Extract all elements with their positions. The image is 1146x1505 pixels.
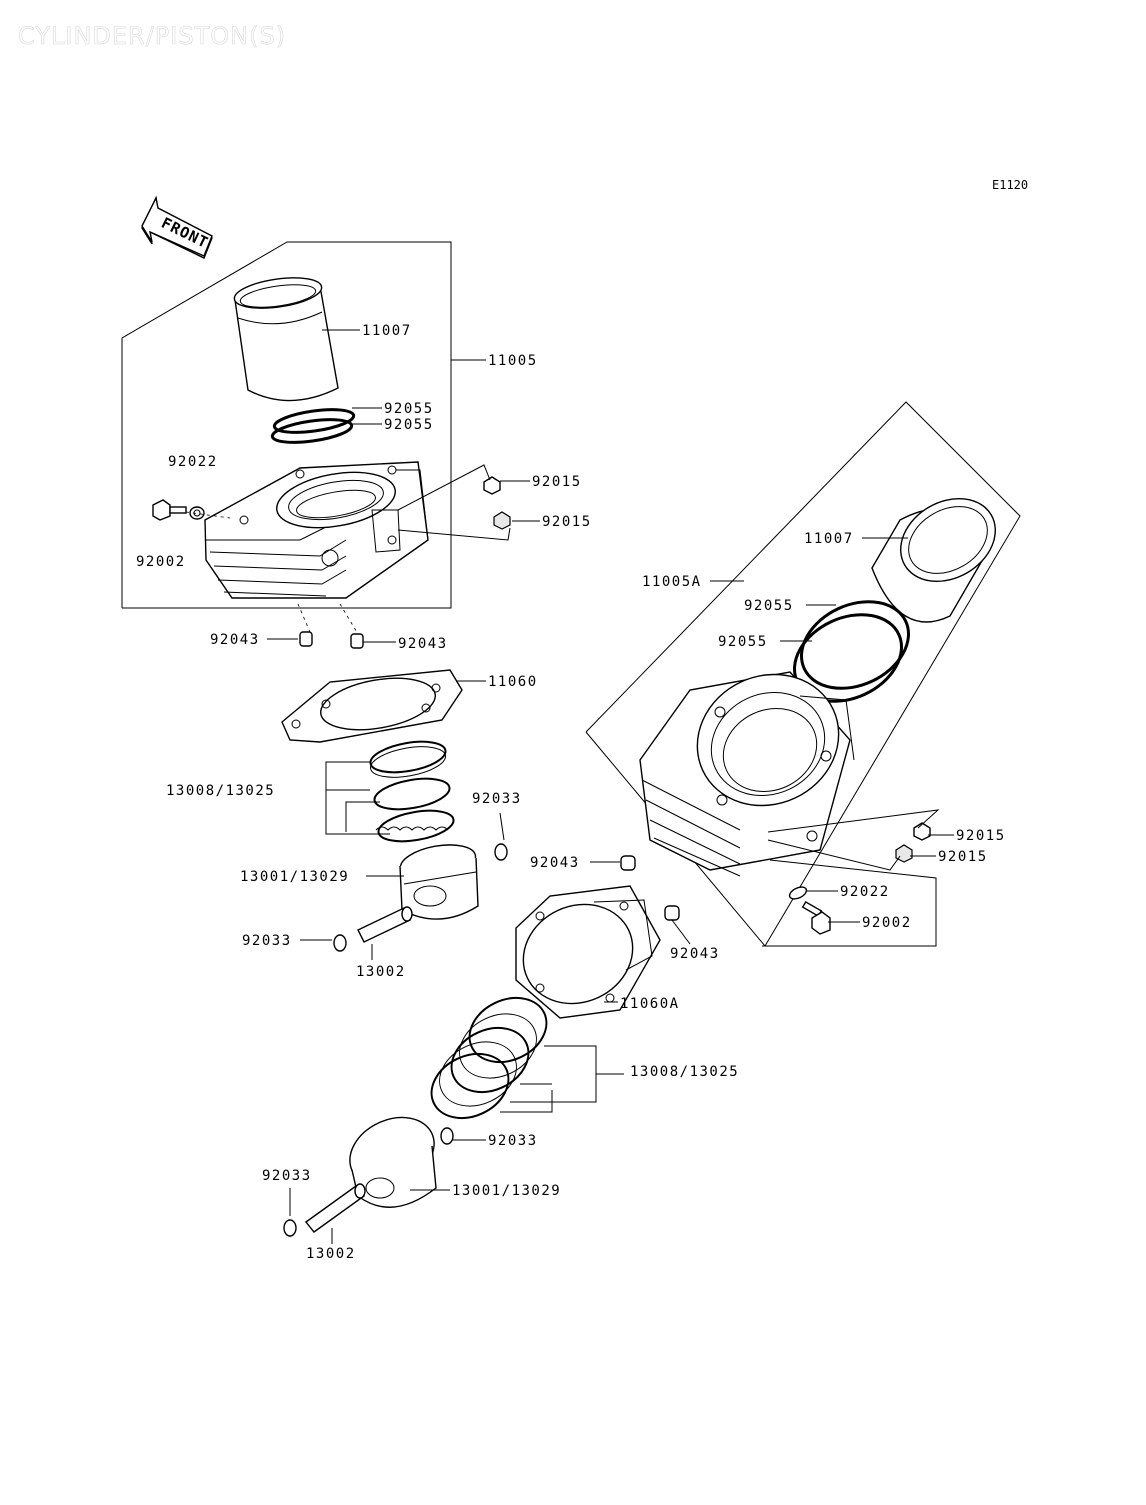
left-piston-rings bbox=[369, 740, 455, 843]
label-92015-right-b: 92015 bbox=[938, 849, 988, 865]
label-92043-left-a: 92043 bbox=[210, 632, 260, 648]
left-dowel-2 bbox=[350, 633, 364, 649]
label-92022-right: 92022 bbox=[840, 884, 890, 900]
label-92015-right-a: 92015 bbox=[956, 828, 1006, 844]
label-13008-13025-right: 13008/13025 bbox=[630, 1064, 739, 1080]
left-rings-leader bbox=[325, 761, 390, 835]
diagram-code: E1120 bbox=[992, 178, 1029, 192]
left-clip-upper bbox=[494, 843, 508, 861]
left-piston-pin bbox=[357, 906, 413, 943]
label-92002-left: 92002 bbox=[136, 554, 186, 570]
left-nut-92015-upper bbox=[483, 476, 501, 495]
right-nut-92015-upper bbox=[913, 822, 931, 841]
label-11005: 11005 bbox=[488, 353, 538, 369]
left-clip-lower bbox=[333, 934, 347, 952]
left-cylinder-sleeve bbox=[233, 277, 339, 402]
left-bolt-92002 bbox=[152, 499, 187, 521]
right-piston bbox=[349, 1116, 437, 1208]
label-92033-right-a: 92033 bbox=[488, 1133, 538, 1149]
right-gasket-11060A bbox=[515, 885, 661, 1019]
front-arrow-icon: FRONT bbox=[141, 195, 213, 259]
left-oring-lower bbox=[270, 418, 354, 444]
right-piston-rings bbox=[430, 996, 548, 1120]
left-oring-upper bbox=[272, 408, 356, 434]
right-piston-pin bbox=[304, 1183, 366, 1233]
right-clip-upper bbox=[440, 1127, 454, 1145]
label-92033-right-b: 92033 bbox=[262, 1168, 312, 1184]
right-dowel-1 bbox=[620, 855, 636, 871]
right-dowel-2 bbox=[664, 905, 680, 921]
label-92015-left-b: 92015 bbox=[542, 514, 592, 530]
label-92055-left-a: 92055 bbox=[384, 401, 434, 417]
right-cylinder-sleeve bbox=[871, 497, 996, 623]
label-11007-left: 11007 bbox=[362, 323, 412, 339]
label-92033-left-a: 92033 bbox=[472, 791, 522, 807]
label-11005A: 11005A bbox=[642, 574, 702, 590]
label-92043-right-b: 92043 bbox=[670, 946, 720, 962]
left-dowel-1 bbox=[299, 631, 313, 647]
label-92022-left: 92022 bbox=[168, 454, 218, 470]
right-nut-92015-lower bbox=[895, 844, 913, 863]
label-92043-left-b: 92043 bbox=[398, 636, 448, 652]
label-13001-13029-right: 13001/13029 bbox=[452, 1183, 561, 1199]
label-13008-13025-left: 13008/13025 bbox=[166, 783, 275, 799]
label-13002-right: 13002 bbox=[306, 1246, 356, 1262]
left-cylinder-block bbox=[204, 461, 429, 599]
label-13002-left: 13002 bbox=[356, 964, 406, 980]
label-11060: 11060 bbox=[488, 674, 538, 690]
label-11060A: 11060A bbox=[620, 996, 680, 1012]
left-piston bbox=[399, 844, 479, 920]
label-13001-13029-left: 13001/13029 bbox=[240, 869, 349, 885]
right-rings-leader bbox=[510, 1045, 597, 1103]
label-92043-right-a: 92043 bbox=[530, 855, 580, 871]
left-gasket-11060 bbox=[281, 669, 463, 743]
right-washer-92022 bbox=[788, 886, 808, 900]
left-washer-92022 bbox=[189, 506, 205, 520]
right-bolt-92002 bbox=[801, 900, 831, 935]
label-92055-left-b: 92055 bbox=[384, 417, 434, 433]
right-oring-upper bbox=[800, 600, 910, 690]
label-92055-right-a: 92055 bbox=[744, 598, 794, 614]
right-clip-lower bbox=[283, 1219, 297, 1237]
right-cylinder-block bbox=[639, 671, 855, 877]
label-92055-right-b: 92055 bbox=[718, 634, 768, 650]
left-nut-92015-lower bbox=[493, 511, 511, 530]
label-92033-left-b: 92033 bbox=[242, 933, 292, 949]
label-11007-right: 11007 bbox=[804, 531, 854, 547]
right-cylinder-frame bbox=[585, 401, 1021, 947]
left-cylinder-frame bbox=[121, 241, 452, 609]
label-92002-right: 92002 bbox=[862, 915, 912, 931]
diagram-title: CYLINDER/PISTON(S) bbox=[18, 22, 287, 51]
label-92015-left-a: 92015 bbox=[532, 474, 582, 490]
